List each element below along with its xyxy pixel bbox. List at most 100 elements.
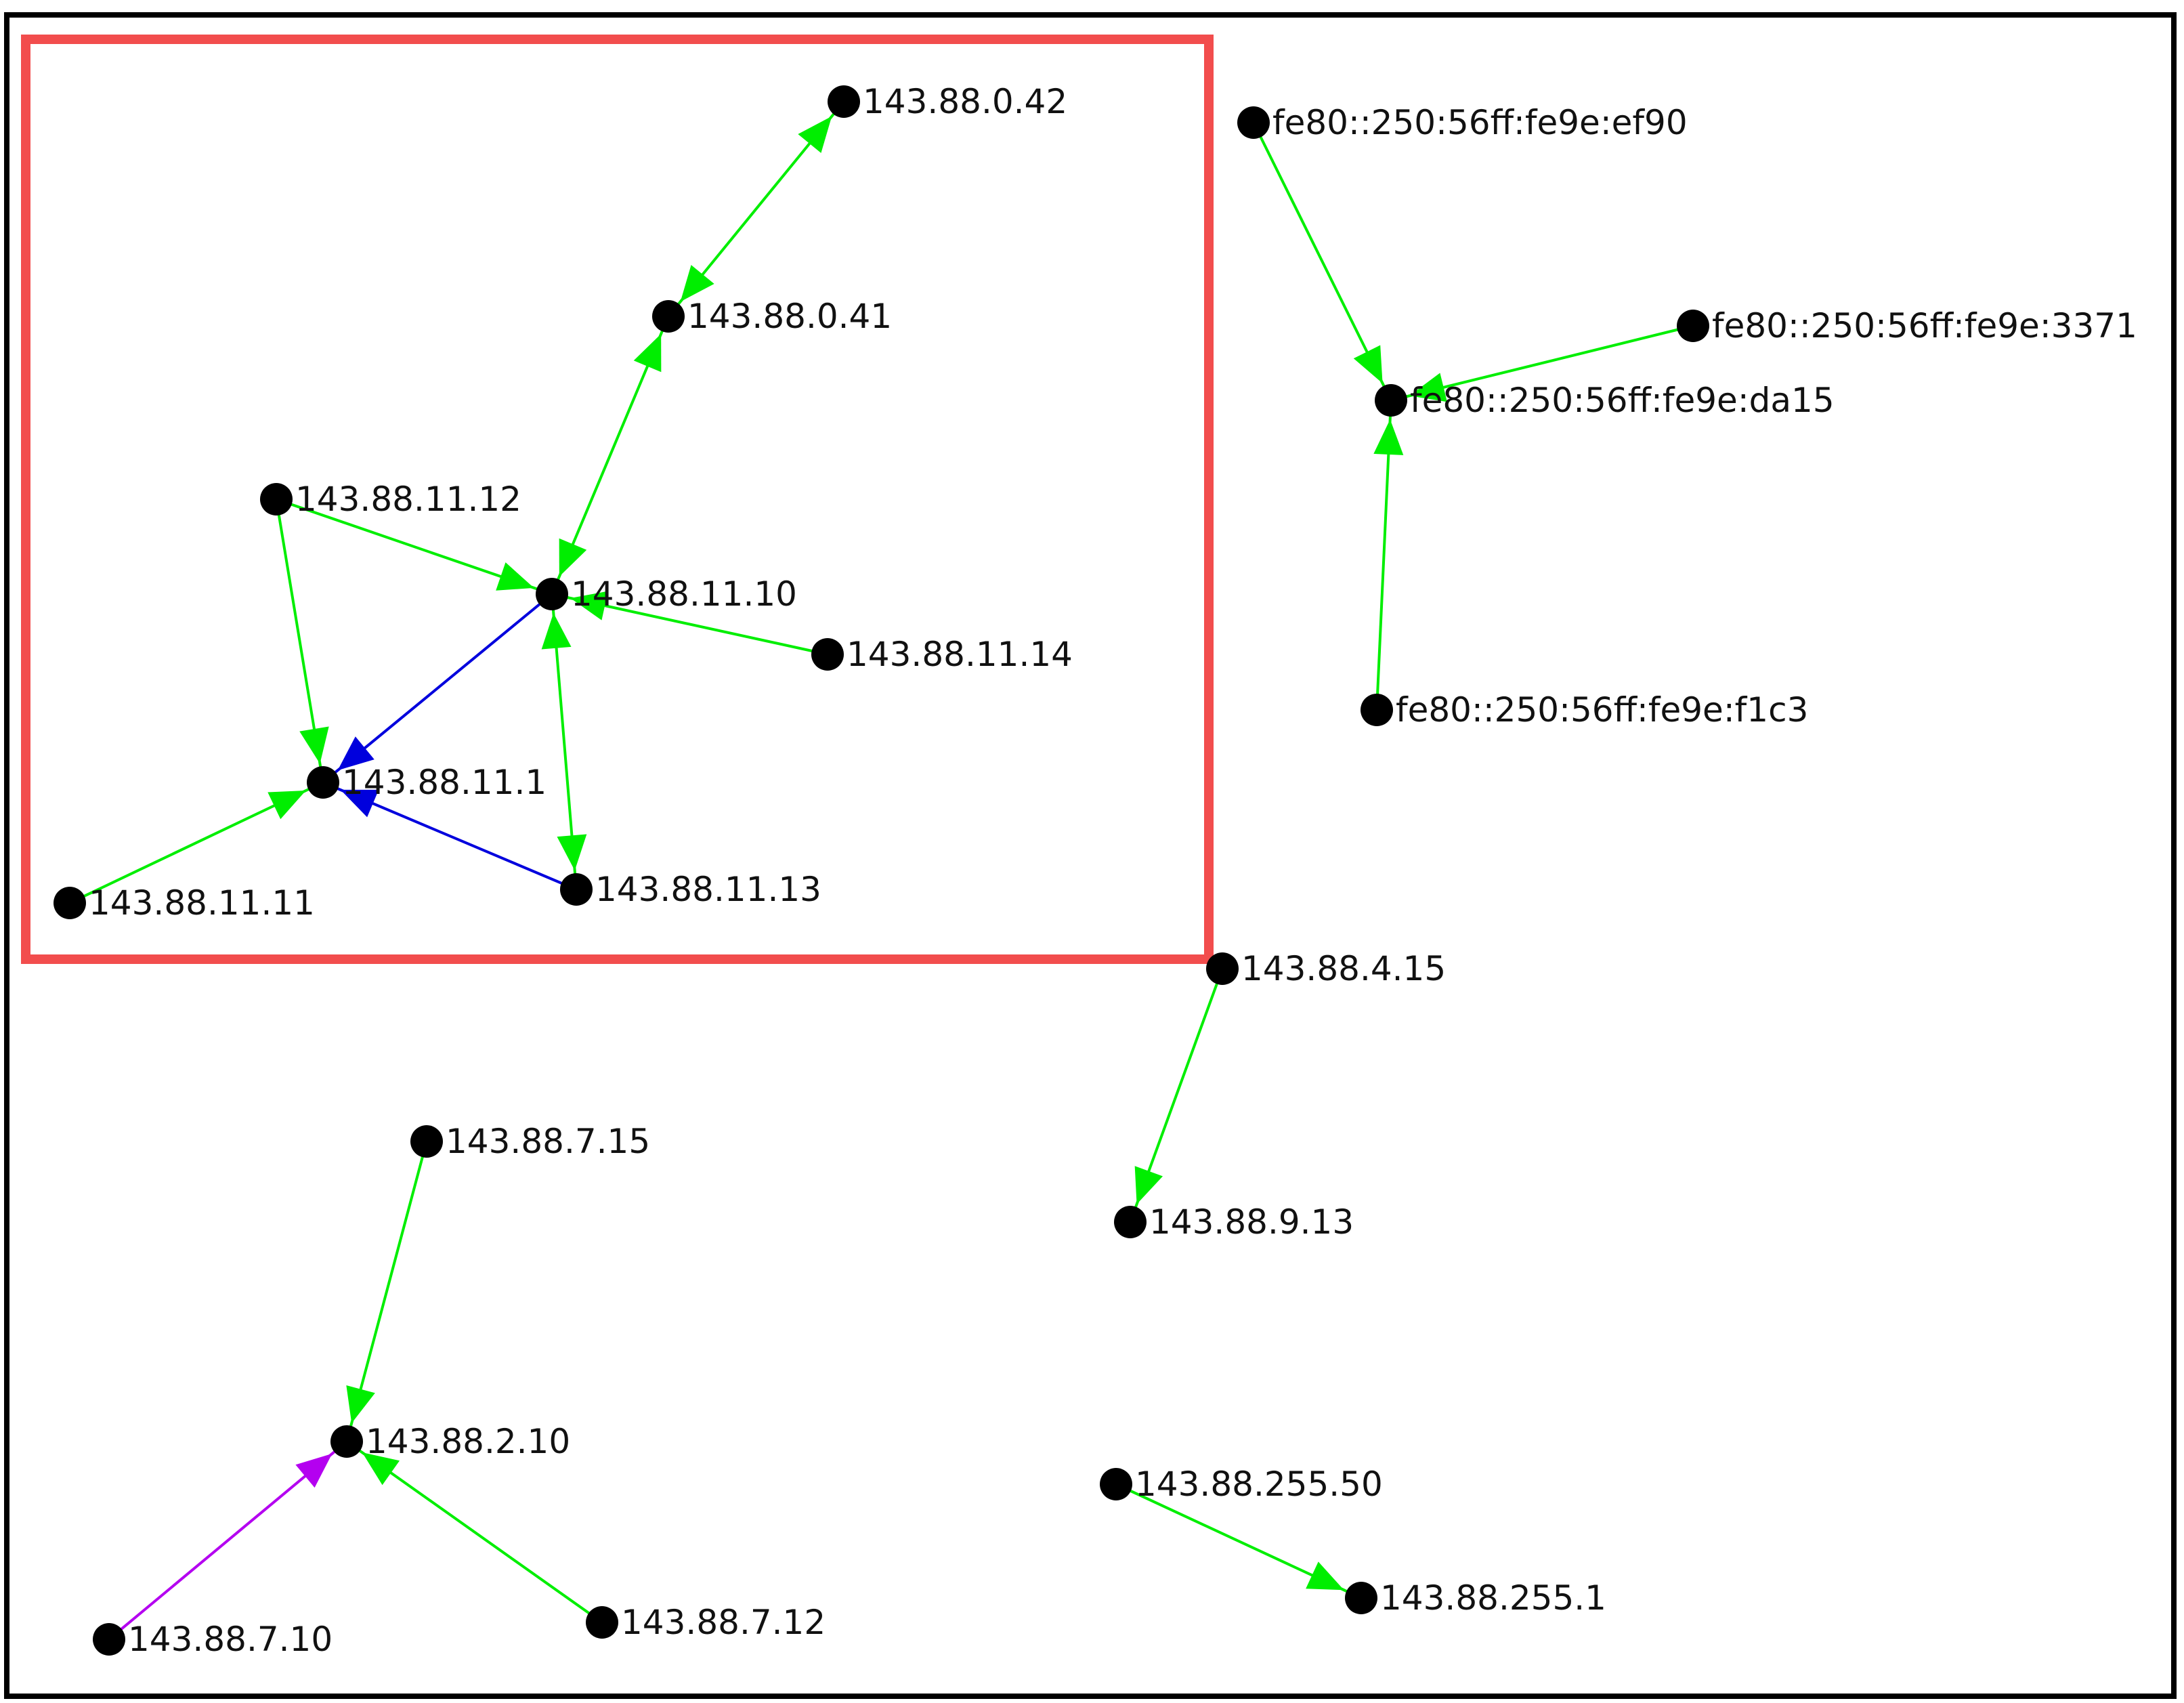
node-label: 143.88.255.50: [1135, 1465, 1383, 1504]
edge-arrowhead: [1409, 373, 1447, 402]
edge-arrowhead: [496, 562, 534, 591]
node-n1113[interactable]: 143.88.11.13: [560, 870, 821, 909]
node-n712[interactable]: 143.88.7.12: [586, 1603, 826, 1642]
node-label: 143.88.7.15: [446, 1122, 650, 1161]
node-dot[interactable]: [93, 1623, 125, 1656]
edge-arrowhead: [541, 612, 572, 650]
node-n3371[interactable]: fe80::250:56ff:fe9e:3371: [1677, 306, 2137, 345]
node-dot[interactable]: [307, 766, 339, 799]
edges-layer: [69, 100, 1694, 1641]
node-label: 143.88.9.13: [1149, 1202, 1354, 1242]
node-dot[interactable]: [811, 638, 844, 671]
node-dot[interactable]: [53, 887, 86, 919]
edge-n1110-n0041: [551, 316, 670, 595]
node-label: 143.88.11.1: [342, 763, 547, 802]
node-n1111[interactable]: 143.88.11.11: [53, 883, 315, 923]
edge-arrowhead: [295, 1453, 333, 1488]
node-label: fe80::250:56ff:fe9e:ef90: [1272, 103, 1688, 142]
node-dot[interactable]: [1206, 952, 1239, 985]
node-label: 143.88.0.42: [863, 82, 1067, 121]
node-nda15[interactable]: fe80::250:56ff:fe9e:da15: [1375, 381, 1835, 420]
edge-arrowhead: [559, 538, 587, 577]
edge-arrowhead: [633, 333, 662, 373]
node-dot[interactable]: [586, 1606, 618, 1639]
edge-n1112-n1110: [276, 498, 553, 595]
node-n210[interactable]: 143.88.2.10: [330, 1422, 570, 1461]
edge-arrowhead: [1373, 419, 1404, 455]
node-dot[interactable]: [560, 873, 593, 906]
nodes-layer: 143.88.0.42 143.88.0.41 143.88.11.12 143.88…: [53, 82, 2137, 1659]
edge-n3371-nda15: [1390, 324, 1694, 402]
edge-nf1c3-nda15: [1373, 400, 1404, 711]
node-dot[interactable]: [1345, 1582, 1377, 1614]
edge-arrowhead: [1306, 1561, 1344, 1591]
node-dot[interactable]: [652, 300, 685, 333]
node-n0042[interactable]: 143.88.0.42: [828, 82, 1067, 121]
edge-n1111-n111: [69, 781, 324, 904]
node-dot[interactable]: [260, 483, 293, 516]
edge-arrowhead: [557, 834, 587, 871]
node-label: fe80::250:56ff:fe9e:da15: [1410, 381, 1835, 420]
node-dot[interactable]: [330, 1425, 363, 1458]
edge-arrowhead: [337, 736, 374, 771]
edge-arrowhead: [299, 726, 329, 764]
edge-arrowhead: [1134, 1166, 1163, 1204]
node-label: 143.88.11.10: [571, 574, 797, 614]
node-label: 143.88.255.1: [1380, 1578, 1606, 1618]
edge-n715-n210: [345, 1141, 428, 1442]
edge-n1112-n111: [275, 499, 329, 783]
node-n2551[interactable]: 143.88.255.1: [1345, 1578, 1606, 1618]
node-dot[interactable]: [1237, 106, 1270, 139]
node-dot[interactable]: [536, 578, 568, 610]
node-n1110[interactable]: 143.88.11.10: [536, 574, 797, 614]
highlight-box: [21, 35, 1214, 964]
edge-nef90-nda15: [1252, 122, 1392, 401]
node-label: 143.88.11.12: [295, 480, 521, 519]
edge-arrowhead: [362, 1452, 400, 1486]
node-dot[interactable]: [828, 85, 860, 118]
node-label: fe80::250:56ff:fe9e:f1c3: [1396, 690, 1808, 730]
edge-arrowhead: [346, 1385, 375, 1423]
node-dot[interactable]: [1375, 384, 1407, 417]
node-dot[interactable]: [1100, 1468, 1132, 1500]
edge-n1110-n111: [322, 593, 553, 784]
node-n111[interactable]: 143.88.11.1: [307, 763, 547, 802]
node-n1112[interactable]: 143.88.11.12: [260, 480, 521, 519]
edge-arrowhead: [267, 791, 306, 820]
node-dot[interactable]: [1677, 310, 1709, 342]
node-n0041[interactable]: 143.88.0.41: [652, 297, 892, 336]
edge-n1114-n1110: [551, 591, 828, 656]
node-label: 143.88.7.12: [621, 1603, 826, 1642]
node-label: 143.88.11.14: [847, 635, 1073, 674]
node-dot[interactable]: [1361, 694, 1393, 726]
edge-arrowhead: [340, 789, 379, 818]
edge-arrowhead: [680, 265, 714, 302]
edge-arrowhead: [570, 591, 608, 621]
node-dot[interactable]: [1114, 1206, 1147, 1238]
node-n913[interactable]: 143.88.9.13: [1114, 1202, 1354, 1242]
edge-n712-n210: [345, 1440, 603, 1624]
node-n415[interactable]: 143.88.4.15: [1206, 949, 1446, 988]
node-label: 143.88.4.15: [1241, 949, 1446, 988]
node-label: 143.88.11.11: [89, 883, 315, 923]
node-label: 143.88.7.10: [128, 1620, 333, 1659]
node-label: 143.88.0.41: [687, 297, 892, 336]
edge-n0041-n0042: [667, 100, 845, 318]
node-n1114[interactable]: 143.88.11.14: [811, 635, 1073, 674]
edge-n25550-n2551: [1115, 1483, 1362, 1599]
edge-arrowhead: [798, 116, 832, 153]
node-nf1c3[interactable]: fe80::250:56ff:fe9e:f1c3: [1361, 690, 1808, 730]
edge-n710-n210: [108, 1440, 348, 1641]
node-n710[interactable]: 143.88.7.10: [93, 1620, 333, 1659]
node-label: 143.88.11.13: [595, 870, 821, 909]
node-nef90[interactable]: fe80::250:56ff:fe9e:ef90: [1237, 103, 1688, 142]
node-label: fe80::250:56ff:fe9e:3371: [1712, 306, 2137, 345]
edge-arrowhead: [1353, 345, 1383, 383]
node-n715[interactable]: 143.88.7.15: [410, 1122, 650, 1161]
node-label: 143.88.2.10: [366, 1422, 570, 1461]
node-n25550[interactable]: 143.88.255.50: [1100, 1465, 1383, 1504]
node-dot[interactable]: [410, 1125, 443, 1158]
edge-n1110-n1113: [541, 593, 587, 890]
edge-n415-n913: [1129, 968, 1224, 1223]
